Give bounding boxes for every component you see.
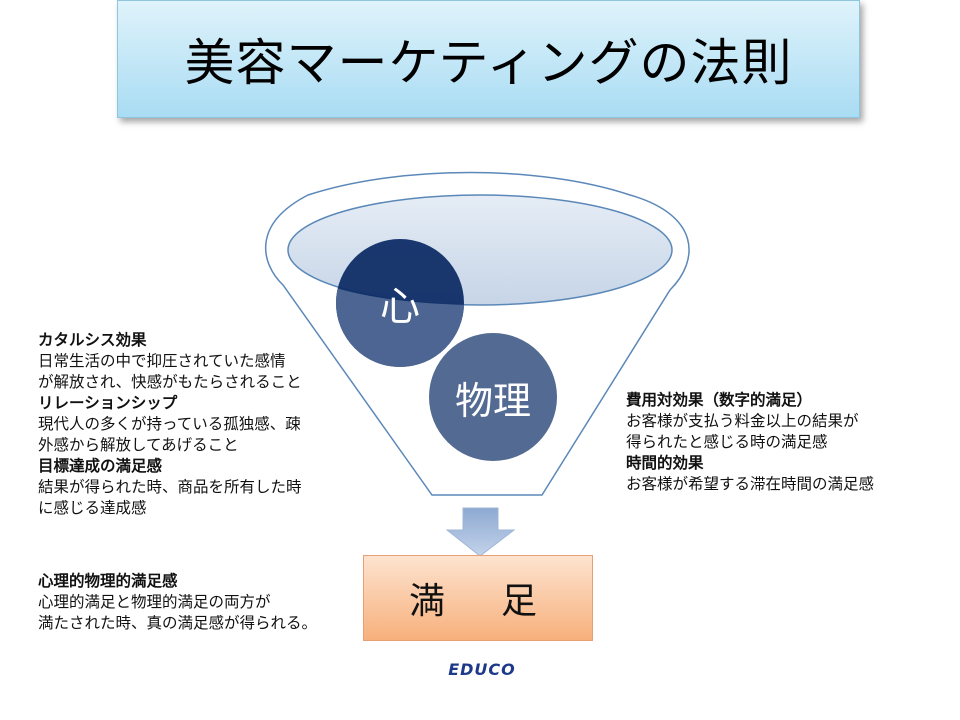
down-arrow [445, 507, 516, 557]
text-line: 日常生活の中で抑圧されていた感情 [38, 352, 286, 370]
text-line: リレーションシップ [38, 394, 178, 412]
text-line: 結果が得られた時、商品を所有した時 [38, 478, 302, 496]
page-title: 美容マーケティングの法則 [184, 34, 793, 92]
text-line: が解放され、快感がもたらされること [38, 373, 302, 391]
text-line: カタルシス効果 [38, 331, 147, 349]
text-line: お客様が支払う料金以上の結果が [626, 412, 859, 430]
text-line: 現代人の多くが持っている孤独感、疎 [38, 415, 301, 433]
text-line: 費用対効果（数字的満足） [626, 391, 813, 409]
circle-butsuri-label: 物理 [454, 378, 531, 423]
right-text-block: 費用対効果（数字的満足） お客様が支払う料金以上の結果が 得られたと感じる時の満… [626, 390, 946, 495]
text-line: 目標達成の満足感 [38, 457, 163, 475]
text-line: 心理的満足と物理的満足の両方が [38, 593, 271, 611]
circle-butsuri [429, 333, 557, 461]
circle-kokoro-label: 心 [380, 284, 420, 330]
bottom-text-block: 心理的物理的満足感 心理的満足と物理的満足の両方が 満たされた時、真の満足感が得… [38, 571, 358, 634]
educo-logo: EDUCO [448, 659, 516, 679]
text-line: に感じる達成感 [38, 499, 147, 517]
text-line: 満たされた時、真の満足感が得られる。 [38, 614, 318, 632]
text-line: お客様が希望する滞在時間の満足感 [626, 475, 875, 493]
text-line: 時間的効果 [626, 454, 704, 472]
result-box: 満 足 [363, 555, 593, 641]
text-line: 得られたと感じる時の満足感 [626, 433, 828, 451]
title-banner: 美容マーケティングの法則 [117, 0, 860, 118]
result-label: 満 足 [408, 581, 547, 622]
left-text-block: カタルシス効果 日常生活の中で抑圧されていた感情 が解放され、快感がもたらされる… [38, 330, 348, 519]
text-line: 心理的物理的満足感 [38, 572, 178, 590]
text-line: 外感から解放してあげること [38, 436, 239, 454]
